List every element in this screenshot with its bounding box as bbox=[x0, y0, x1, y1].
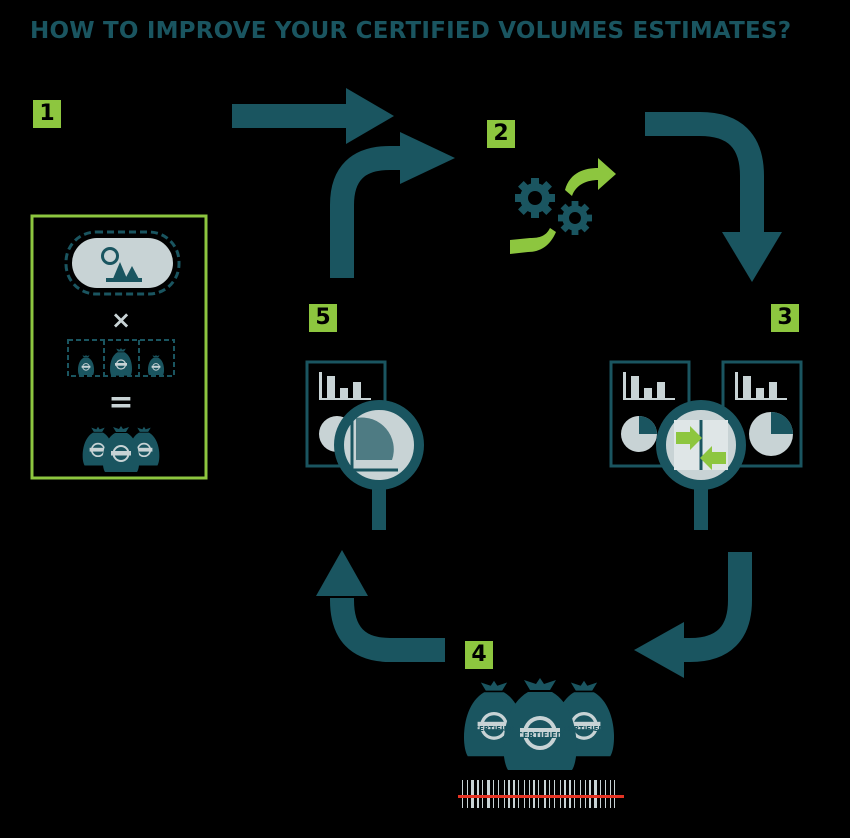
step5-arrow bbox=[330, 132, 455, 278]
barcode-stripe bbox=[574, 780, 575, 808]
barcode-stripe bbox=[594, 780, 597, 808]
certified-bags-icon: CERTIFIED CERTIFIED CERTIFIED bbox=[463, 678, 615, 770]
step-2-badge: 2 bbox=[487, 120, 515, 148]
certified-volume-bags-icon bbox=[82, 426, 160, 472]
barcode-stripe bbox=[524, 780, 525, 808]
step2-arrow bbox=[645, 112, 782, 282]
equals-sign: = bbox=[108, 385, 133, 420]
bag-label: CERTIFIED bbox=[474, 725, 515, 733]
barcode-stripe bbox=[569, 780, 571, 808]
barcode-stripe bbox=[508, 780, 510, 808]
step-5-badge: 5 bbox=[309, 304, 337, 332]
barcode-stripe bbox=[610, 780, 611, 808]
barcode-stripe bbox=[600, 780, 601, 808]
report-left-icon bbox=[609, 360, 691, 468]
barcode-stripe bbox=[564, 780, 566, 808]
bag-label: CERTIFIED bbox=[564, 725, 605, 733]
barcode-stripe bbox=[589, 780, 591, 808]
step-3-badge: 3 bbox=[771, 304, 799, 332]
barcode-scan-line bbox=[458, 795, 624, 798]
barcode-stripe bbox=[498, 780, 499, 808]
barcode-stripe bbox=[614, 780, 615, 808]
barcode-stripe bbox=[560, 780, 561, 808]
step1-panel bbox=[30, 214, 208, 480]
compare-magnifier-icon bbox=[656, 400, 746, 530]
barcode-stripe bbox=[493, 780, 494, 808]
magnifier-icon bbox=[334, 400, 424, 530]
step-1-badge: 1 bbox=[33, 100, 61, 128]
barcode-stripe bbox=[533, 780, 535, 808]
step-4-badge: 4 bbox=[465, 641, 493, 669]
barcode-stripe bbox=[477, 780, 479, 808]
barcode-stripe bbox=[487, 780, 490, 808]
barcode-stripe bbox=[554, 780, 555, 808]
barcode-icon bbox=[458, 780, 624, 808]
step3-arrow bbox=[634, 552, 752, 678]
bag-label: CERTIFIED bbox=[517, 731, 563, 740]
report-right-icon bbox=[721, 360, 803, 468]
barcode-stripe bbox=[605, 780, 606, 808]
step-1: × = bbox=[30, 88, 394, 480]
barcode-stripe bbox=[471, 780, 474, 808]
step1-arrow bbox=[232, 88, 394, 144]
barcode-stripe bbox=[462, 780, 463, 808]
volume-grid-icon bbox=[67, 339, 175, 377]
step-3 bbox=[609, 360, 803, 678]
barcode-stripe bbox=[467, 780, 468, 808]
barcode-stripe bbox=[544, 780, 546, 808]
barcode-stripe bbox=[538, 780, 539, 808]
barcode-stripe bbox=[549, 780, 550, 808]
barcode-stripe bbox=[529, 780, 530, 808]
step-4: CERTIFIED CERTIFIED CERTIFIED bbox=[316, 550, 624, 808]
barcode-stripe bbox=[513, 780, 515, 808]
step-2 bbox=[510, 112, 782, 282]
barcode-stripe bbox=[482, 780, 483, 808]
multiply-sign: × bbox=[111, 306, 131, 334]
barcode-stripe bbox=[580, 780, 581, 808]
barcode-stripe bbox=[585, 780, 586, 808]
step4-arrow bbox=[316, 550, 445, 662]
barcode-stripe bbox=[504, 780, 505, 808]
gears-icon bbox=[510, 158, 616, 254]
barcode-stripe bbox=[518, 780, 519, 808]
page-title: HOW TO IMPROVE YOUR CERTIFIED VOLUMES ES… bbox=[30, 18, 792, 44]
step-5 bbox=[305, 132, 455, 530]
forest-area-icon bbox=[64, 230, 181, 296]
